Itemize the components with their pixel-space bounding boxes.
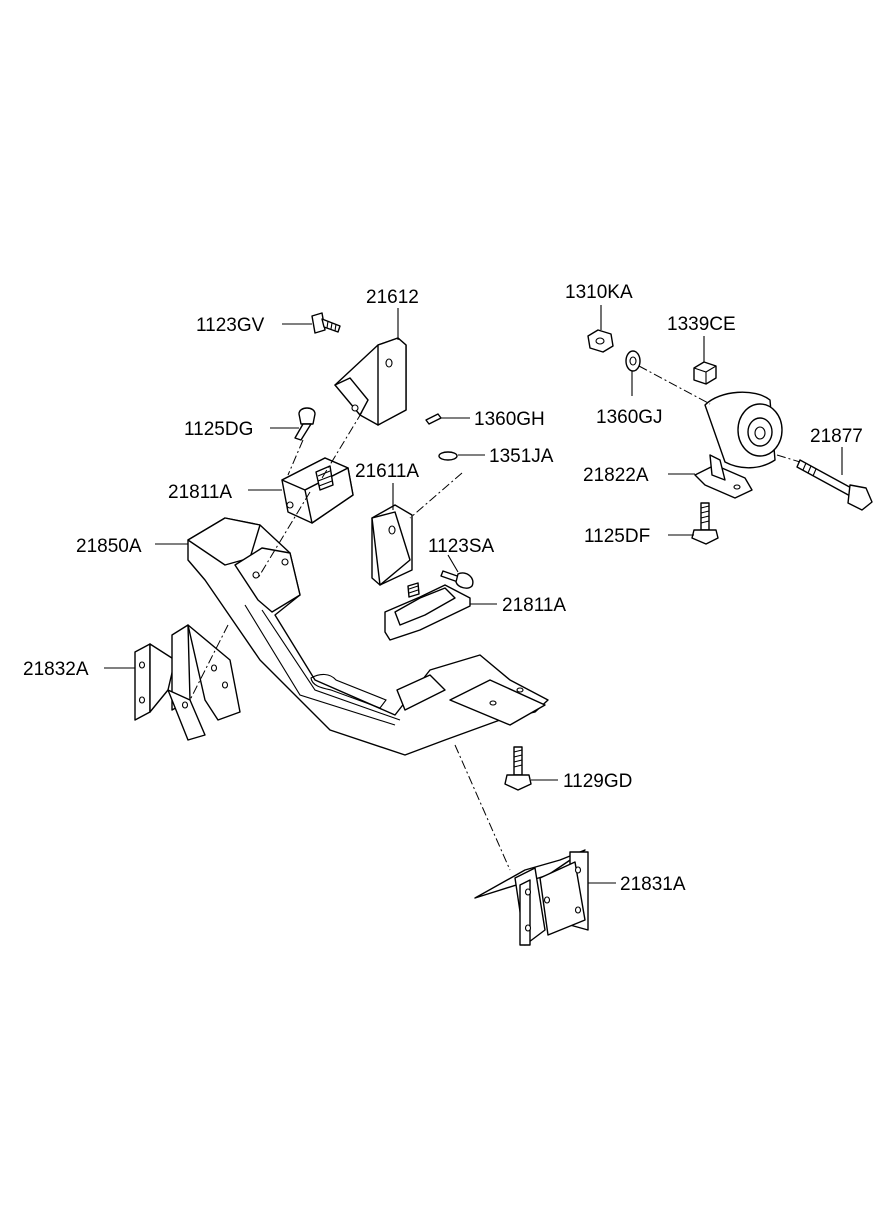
engine-mount-21811a-mid: [384, 582, 471, 641]
label-21611a: 21611A: [355, 461, 419, 482]
label-1351ja: 1351JA: [489, 446, 554, 467]
leader-lines: [104, 305, 843, 884]
bracket-21611a: [371, 504, 413, 586]
washer-1360gh: [425, 413, 442, 425]
washer-1360gj: [625, 350, 641, 372]
label-21811a-mid: 21811A: [502, 595, 566, 616]
bolt-1123gv: [311, 312, 341, 334]
bolt-1123sa: [440, 570, 474, 589]
bracket-21612: [334, 337, 407, 426]
nut-1339ce: [693, 361, 717, 385]
label-1310ka: 1310KA: [565, 282, 633, 303]
label-1129gd: 1129GD: [563, 771, 632, 792]
crossmember-21850a: [187, 517, 549, 756]
label-1360gh: 1360GH: [474, 409, 545, 430]
label-1123sa: 1123SA: [428, 536, 495, 557]
bolt-1129gd: [504, 746, 532, 791]
label-1339ce: 1339CE: [667, 314, 736, 335]
bracket-21831a: [474, 849, 589, 946]
label-21811a-top: 21811A: [168, 482, 232, 503]
bracket-21832a: [134, 624, 241, 741]
assembly-lines: [189, 365, 801, 871]
label-1125df: 1125DF: [584, 526, 650, 547]
engine-mount-21811a-top: [281, 457, 354, 524]
insulator-21822a: [694, 391, 783, 499]
label-21822a: 21822A: [583, 465, 649, 486]
label-21877: 21877: [810, 426, 863, 447]
label-1123gv: 1123GV: [196, 315, 265, 336]
label-21832a: 21832A: [23, 659, 89, 680]
bolt-21877: [796, 459, 873, 511]
label-1125dg: 1125DG: [184, 419, 253, 440]
bolt-1125df: [691, 502, 719, 545]
part-labels: 1123GV 21612 1125DG 21811A 21850A 1360GH…: [23, 282, 863, 895]
label-21831a: 21831A: [620, 874, 686, 895]
washer-1351ja: [438, 451, 458, 461]
label-1360gj: 1360GJ: [596, 407, 663, 428]
bolt-1125dg: [294, 407, 316, 441]
label-21612: 21612: [366, 287, 419, 308]
label-21850a: 21850A: [76, 536, 142, 557]
nut-1310ka: [587, 329, 614, 353]
